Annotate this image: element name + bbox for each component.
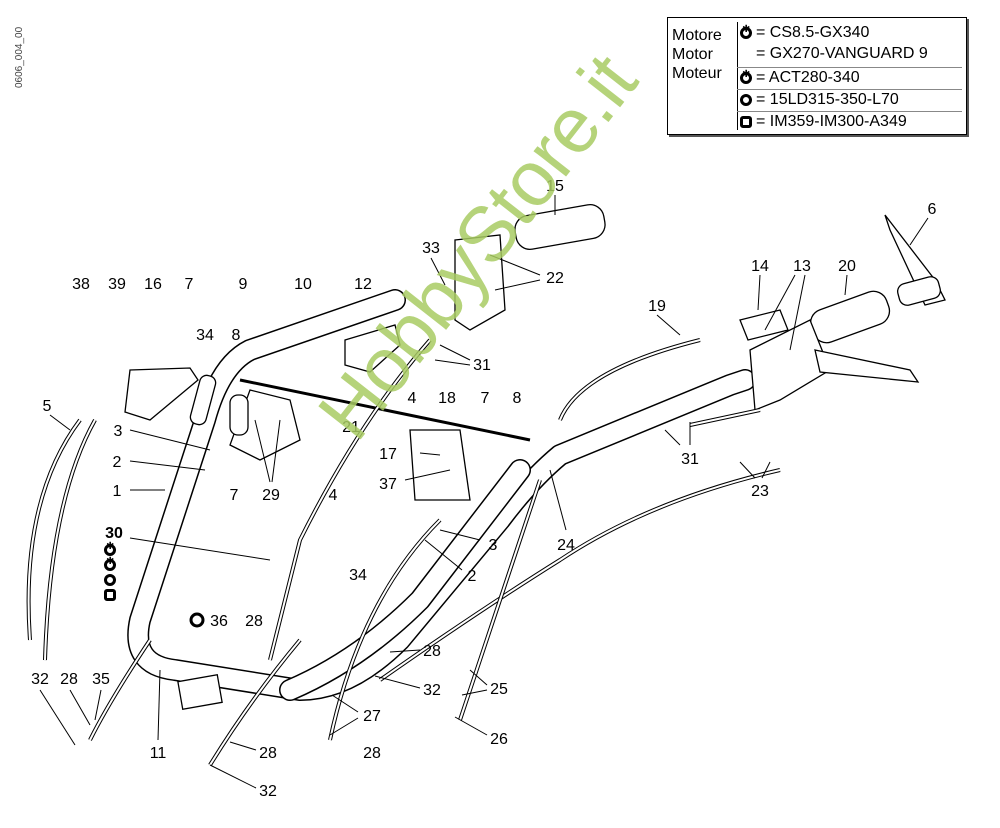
callout-8: 8 [513, 390, 522, 407]
legend-row: = 15LD315-350-L70 [740, 91, 962, 109]
callout-28: 28 [60, 671, 78, 688]
callout-28: 28 [259, 745, 277, 762]
callout-25: 25 [490, 681, 508, 698]
callout-27: 27 [363, 708, 381, 725]
legend-divider [737, 89, 962, 90]
callout-32: 32 [423, 682, 441, 699]
callout-32: 32 [259, 783, 277, 800]
callout-4: 4 [408, 390, 417, 407]
engine-symbol-stack [104, 541, 116, 601]
asterisk-circle-icon [740, 24, 752, 39]
callout-17: 17 [379, 446, 397, 463]
legend-row: = GX270-VANGUARD 9 [756, 45, 962, 63]
callout-15: 15 [546, 178, 564, 195]
callout-1: 1 [113, 483, 122, 500]
callout-30: 30 [105, 525, 123, 542]
square-icon [104, 589, 116, 601]
callout-37: 37 [379, 476, 397, 493]
cables [26, 338, 781, 767]
callout-7: 7 [230, 487, 239, 504]
callout-9: 9 [239, 276, 248, 293]
callout-35: 35 [92, 671, 110, 688]
legend-divider [737, 22, 738, 130]
engine-legend: Motore Motor Moteur = CS8.5-GX340 = GX27… [667, 17, 967, 135]
legend-row: = ACT280-340 [740, 69, 962, 87]
callout-36: 36 [210, 613, 228, 630]
callout-28: 28 [363, 745, 381, 762]
legend-text: = CS8.5-GX340 [756, 24, 870, 41]
circle-icon [104, 574, 116, 586]
asterisk-circle-icon [104, 541, 116, 556]
callout-3: 3 [114, 423, 123, 440]
callout-7: 7 [185, 276, 194, 293]
callout-labels: 15 33 22 6 14 13 20 19 38 39 16 7 9 10 1… [31, 178, 936, 800]
callout-18: 18 [438, 390, 456, 407]
callout-29: 29 [262, 487, 280, 504]
callout-3: 3 [489, 537, 498, 554]
callout-5: 5 [43, 398, 52, 415]
callout-13: 13 [793, 258, 811, 275]
callout-28: 28 [245, 613, 263, 630]
legend-text: = ACT280-340 [756, 69, 860, 86]
callout-6: 6 [928, 201, 937, 218]
legend-row: = IM359-IM300-A349 [740, 113, 962, 131]
legend-heading-fr: Moteur [672, 65, 722, 82]
callout-7: 7 [481, 390, 490, 407]
callout-20: 20 [838, 258, 856, 275]
callout-22: 22 [546, 270, 564, 287]
callout-28: 28 [423, 643, 441, 660]
callout-2: 2 [468, 568, 477, 585]
callout-31: 31 [681, 451, 699, 468]
legend-text: = IM359-IM300-A349 [756, 113, 907, 130]
callout-19: 19 [648, 298, 666, 315]
legend-heading: Motore Motor Moteur [672, 26, 722, 83]
legend-text: = 15LD315-350-L70 [756, 91, 899, 108]
callout-34: 34 [349, 567, 367, 584]
leader-lines [39, 195, 929, 789]
callout-12: 12 [354, 276, 372, 293]
callout-24: 24 [557, 537, 575, 554]
legend-text: = GX270-VANGUARD 9 [756, 45, 928, 62]
star-circle-icon [189, 612, 205, 628]
legend-divider [737, 67, 962, 68]
callout-11: 11 [150, 745, 167, 762]
legend-row: = CS8.5-GX340 [740, 24, 962, 42]
callout-23: 23 [751, 483, 769, 500]
callout-34: 34 [196, 327, 214, 344]
callout-39: 39 [108, 276, 126, 293]
callout-10: 10 [294, 276, 312, 293]
callout-33: 33 [422, 240, 440, 257]
callout-16: 16 [144, 276, 162, 293]
callout-21: 21 [342, 419, 360, 436]
legend-heading-it: Motore [672, 27, 722, 44]
legend-divider [737, 111, 962, 112]
callout-32: 32 [31, 671, 49, 688]
callout-4: 4 [329, 487, 338, 504]
circle-icon [740, 94, 752, 106]
callout-26: 26 [490, 731, 508, 748]
callout-31: 31 [473, 357, 491, 374]
legend-heading-de: Motor [672, 46, 713, 63]
callout-2: 2 [113, 454, 122, 471]
star-circle-icon [104, 556, 116, 571]
callout-14: 14 [751, 258, 769, 275]
callout-38: 38 [72, 276, 90, 293]
star-circle-icon [740, 69, 752, 84]
square-icon [740, 116, 752, 128]
callout-8: 8 [232, 327, 241, 344]
grips [124, 204, 946, 501]
handlebar-frame [127, 289, 756, 711]
